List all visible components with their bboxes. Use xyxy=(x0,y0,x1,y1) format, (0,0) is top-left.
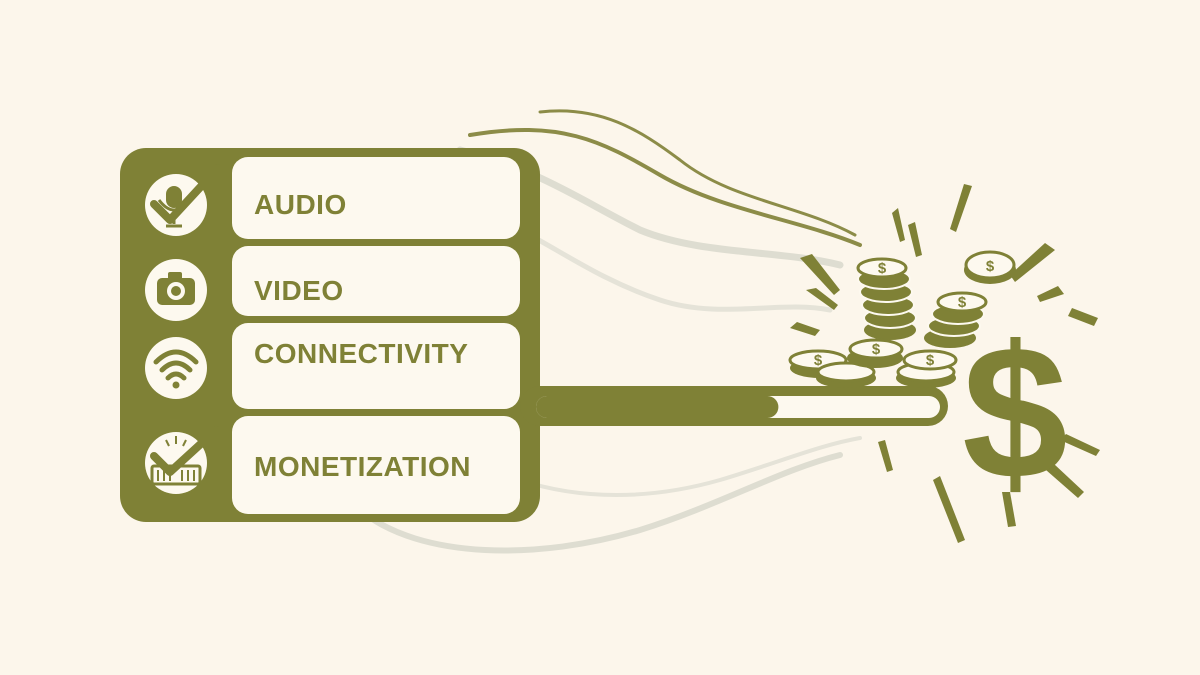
coin-dollar-sign: $ xyxy=(958,294,967,311)
item-card-audio xyxy=(232,157,520,239)
coin-dollar-sign: $ xyxy=(872,341,881,358)
item-label-monetization: MONETIZATION xyxy=(254,451,471,482)
item-card-video xyxy=(232,246,520,316)
wifi-icon xyxy=(145,337,207,399)
coin-pile: $ $ $ $ $ $ xyxy=(788,250,1016,388)
camera-icon xyxy=(145,259,207,321)
burst-rays xyxy=(790,184,1100,543)
coin-dollar-sign: $ xyxy=(814,352,823,369)
item-label-audio: AUDIO xyxy=(254,189,347,220)
coin-dollar-sign: $ xyxy=(878,260,887,277)
item-card-monetization xyxy=(232,416,520,514)
progress-bar xyxy=(520,386,948,426)
microphone-check-icon xyxy=(145,164,222,236)
big-dollar-sign: $ xyxy=(962,307,1068,519)
cash-register-check-icon xyxy=(145,426,220,494)
item-card-connectivity xyxy=(232,323,520,409)
progress-fill xyxy=(536,396,779,418)
checklist-panel: AUDIO VIDEO CONNECTIVITY MONETIZATION xyxy=(120,148,540,522)
item-label-video: VIDEO xyxy=(254,275,344,306)
coin-dollar-sign: $ xyxy=(986,258,995,275)
coin-dollar-sign: $ xyxy=(926,352,935,369)
item-label-connectivity: CONNECTIVITY xyxy=(254,338,468,369)
